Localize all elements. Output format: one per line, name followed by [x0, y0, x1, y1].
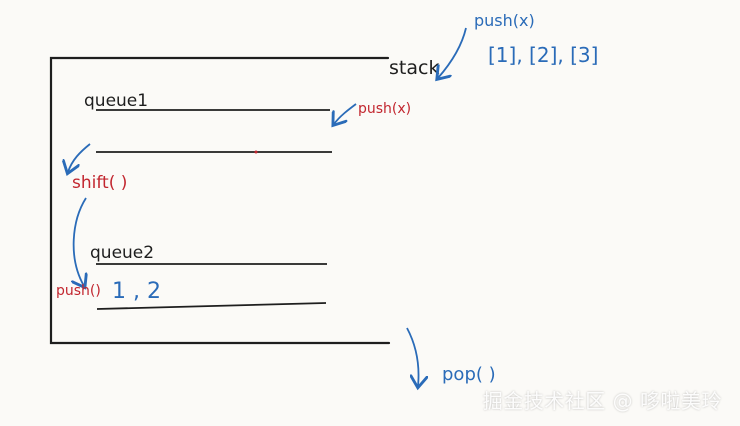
queue2-label: queue2: [90, 243, 154, 263]
queue2-values-label: 1 , 2: [112, 279, 161, 304]
pop-label: pop( ): [442, 364, 496, 385]
watermark: 掘金技术社区 @ 哆啦美玲: [482, 389, 722, 413]
shift-out-arrow: [68, 143, 91, 172]
stack-box: [49, 56, 391, 345]
red-dot: [254, 150, 258, 154]
queue1-label: queue1: [84, 91, 148, 111]
top-values-label: [1], [2], [3]: [488, 43, 598, 67]
shift-label: shift( ): [72, 173, 127, 193]
top-push-label: push(x): [474, 11, 535, 30]
queue2-push-label: push(): [56, 283, 101, 299]
shift-to-queue2-arrow: [74, 197, 86, 286]
queue1-push-arrow: [334, 103, 357, 124]
queue2-bottom-line: [96, 302, 327, 310]
queue1-push-label: push(x): [358, 101, 411, 117]
top-push-arrow: [438, 27, 467, 78]
pop-arrow: [406, 327, 419, 386]
stack-label: stack: [389, 57, 439, 79]
